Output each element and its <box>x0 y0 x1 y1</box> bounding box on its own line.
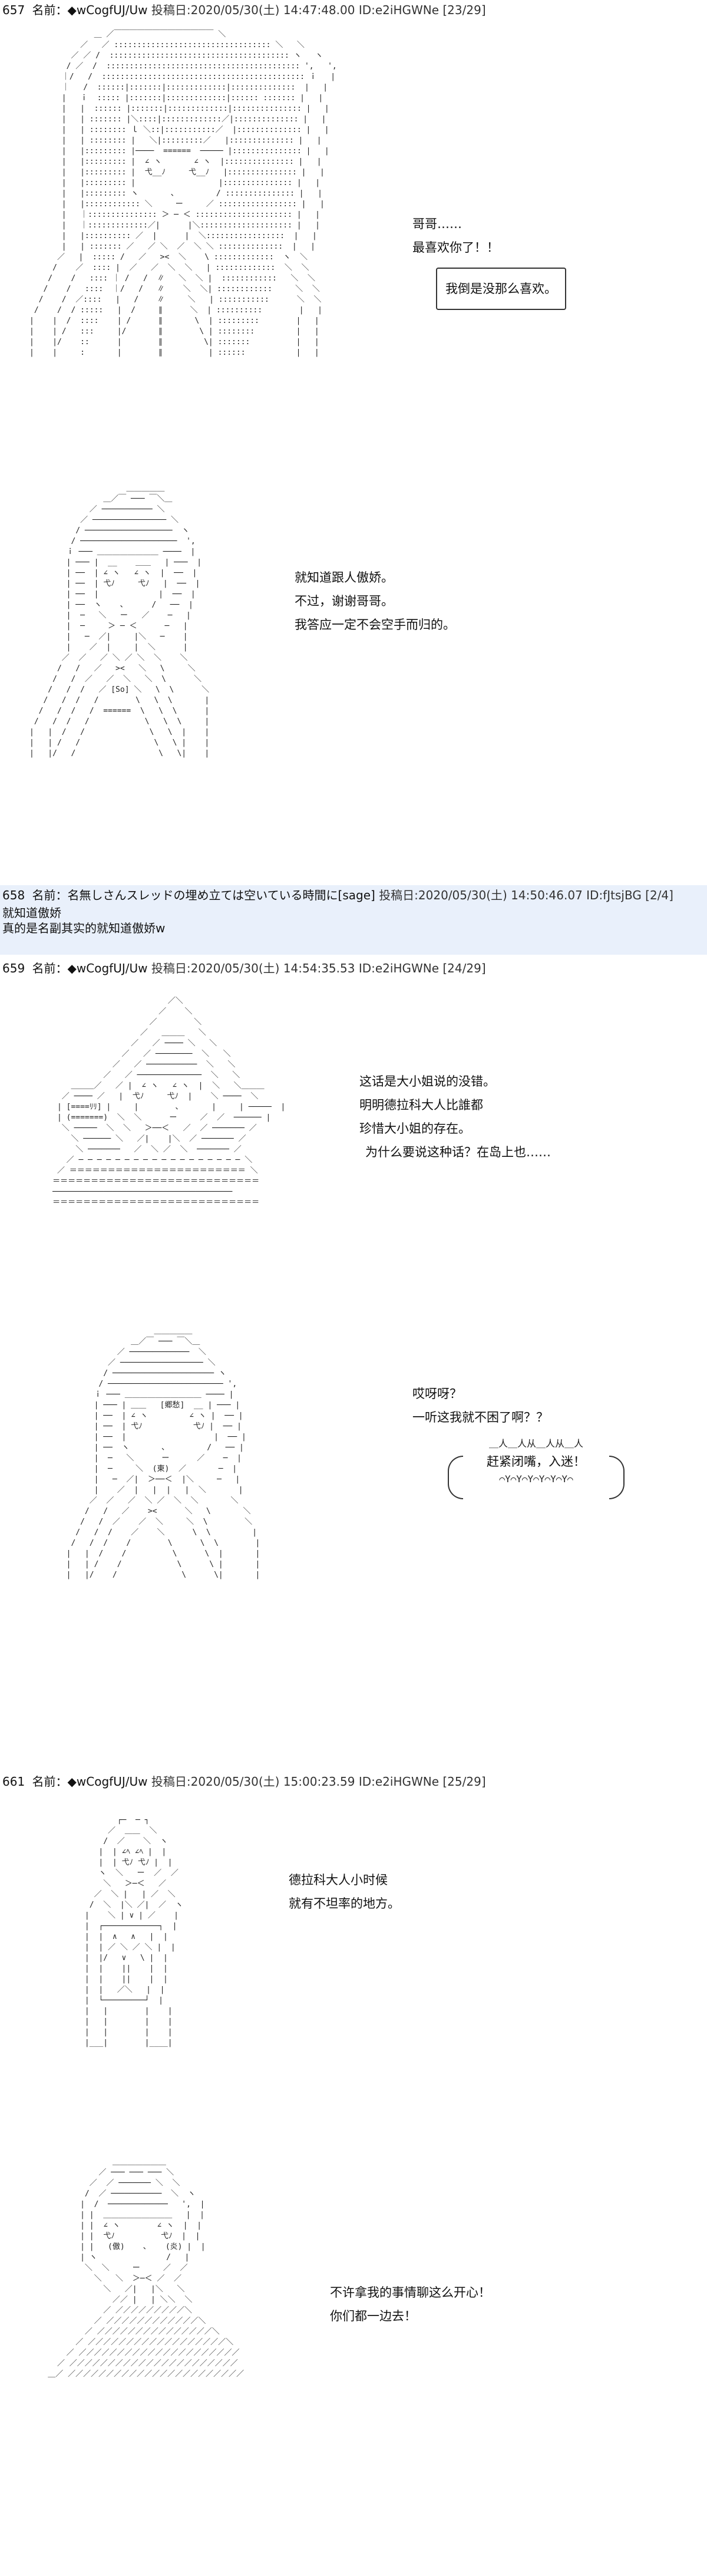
post-number[interactable]: 658 <box>2 888 25 902</box>
ascii-art: ／＼ ／ ＼ ／ ＼ ／ ＿＿＿ ＼ ／ ／ ──── ＼ ＼ ／ ／ ────… <box>52 997 286 1207</box>
poster-name: 名前：◆wCogfUJ/Uw <box>32 1774 148 1789</box>
post-meta: 投稿日:2020/05/30(土) 14:47:48.00 ID:e2iHGWN… <box>151 3 486 17</box>
ascii-art: ＿＿＿＿＿＿＿ ／ ─── ─── ─── ＼ ／ ／ ─────── ＼ ＼ … <box>48 2158 245 2379</box>
post-number[interactable]: 659 <box>2 961 25 975</box>
dialogue-line: 最喜欢你了！！ <box>412 240 499 255</box>
dialogue-line: 我答应一定不会空手而归的。 <box>295 618 455 632</box>
dialogue-group: 德拉科大人小时候 就有不坦率的地方。 <box>289 1868 400 1915</box>
ascii-art: ┌─ ─ ┐ ／ ＿＿ ＼ / ／ ＼ ヽ | | ∠ﾍ ∠ﾍ | | | | … <box>84 1816 183 2047</box>
poster-name: 名前：名無しさんスレッドの埋め立ては空いている時間に[sage] <box>32 888 375 902</box>
ascii-art-panel: ＿＿＿＿＿ ＿／￣ ─── ￣＼＿ ／ ─────────── ＼ ／ ────… <box>29 483 418 849</box>
post-number[interactable]: 661 <box>2 1774 25 1789</box>
dialogue-line: 珍惜大小姐的存在。 <box>359 1122 471 1136</box>
shout-text: 赶紧闭嘴，入迷！ <box>487 1454 586 1469</box>
dialogue-line: 不许拿我的事情聊这么开心！ <box>330 2285 491 2300</box>
dialogue-line: 不过，谢谢哥哥。 <box>295 594 394 608</box>
shout-bubble: ＿人＿人从＿人从＿人 赶紧闭嘴，入迷！ ⌒Y⌒Y⌒Y⌒Y⌒Y⌒Y⌒ <box>448 1438 625 1515</box>
bubble-edge-decoration: ＿人＿人从＿人从＿人 <box>488 1438 583 1449</box>
speech-text: 我倒是没那么喜欢。 <box>445 282 557 296</box>
post-header: 658 名前：名無しさんスレッドの埋め立ては空いている時間に[sage] 投稿日… <box>0 885 707 905</box>
ascii-art-panel: ＿＿＿＿＿ ＿／￣ ─── ￣＼＿ ／ ───────────── ＼ ／ ──… <box>29 1326 418 1750</box>
reply-post: 658 名前：名無しさんスレッドの埋め立ては空いている時間に[sage] 投稿日… <box>0 885 707 955</box>
post-meta: 投稿日:2020/05/30(土) 14:54:35.53 ID:e2iHGWN… <box>151 961 486 975</box>
dialogue-line: 就知道跟人傲娇。 <box>295 570 394 585</box>
dialogue-line: 一听这我就不困了啊？？ <box>412 1410 549 1424</box>
dialogue-line: 你们都一边去！ <box>330 2309 417 2323</box>
ascii-art-panel: ／＼ ／ ＼ ／ ＼ ／ ＿＿＿ ＼ ／ ／ ──── ＼ ＼ ／ ／ ────… <box>29 996 418 1249</box>
dialogue-line: 德拉科大人小时候 <box>289 1873 388 1887</box>
reply-body-line: 真的是名副其实的就知道傲娇w <box>2 921 166 935</box>
dialogue-group: 就知道跟人傲娇。 不过，谢谢哥哥。 我答应一定不会空手而归的。 <box>295 566 455 636</box>
post-header: 659 名前：◆wCogfUJ/Uw 投稿日:2020/05/30(土) 14:… <box>2 961 486 976</box>
dialogue-group: 不许拿我的事情聊这么开心！ 你们都一边去！ <box>330 2281 491 2328</box>
reply-body-line: 就知道傲娇 <box>2 906 61 920</box>
dialogue-group: 哎呀呀？ 一听这我就不困了啊？？ <box>412 1382 549 1429</box>
dialogue-line: 为什么要说这种话？在岛上也…… <box>365 1145 551 1159</box>
dialogue-line: 这话是大小姐说的没错。 <box>359 1074 495 1089</box>
poster-name: 名前：◆wCogfUJ/Uw <box>32 961 148 975</box>
poster-name: 名前：◆wCogfUJ/Uw <box>32 3 148 17</box>
ascii-art-panel: ┌─ ─ ┐ ／ ＿＿ ＼ / ／ ＼ ヽ | | ∠ﾍ ∠ﾍ | | | | … <box>29 1815 418 2133</box>
post-meta: 投稿日:2020/05/30(土) 14:50:46.07 ID:fJtsjBG… <box>379 888 673 902</box>
post-header: 657 名前：◆wCogfUJ/Uw 投稿日:2020/05/30(土) 14:… <box>2 2 486 18</box>
post-number[interactable]: 657 <box>2 3 25 17</box>
post-header: 661 名前：◆wCogfUJ/Uw 投稿日:2020/05/30(土) 15:… <box>2 1774 486 1789</box>
ascii-art: ＿＿＿＿＿ ＿／￣ ─── ￣＼＿ ／ ─────────── ＼ ／ ────… <box>29 484 210 758</box>
ascii-art-panel: ＿＿＿＿＿＿＿ ／ ─── ─── ─── ＼ ／ ／ ─────── ＼ ＼ … <box>29 2157 418 2570</box>
ascii-art: ＿＿＿＿＿ ＿／￣ ─── ￣＼＿ ／ ───────────── ＼ ／ ──… <box>66 1327 260 1579</box>
dialogue-line: 就有不坦率的地方。 <box>289 1896 400 1911</box>
dialogue-line: 哥哥…… <box>412 217 462 231</box>
bubble-edge-decoration: ⌒Y⌒Y⌒Y⌒Y⌒Y⌒Y⌒ <box>499 1473 573 1485</box>
dialogue-line: 哎呀呀？ <box>412 1387 462 1401</box>
post-meta: 投稿日:2020/05/30(土) 15:00:23.59 ID:e2iHGWN… <box>151 1774 486 1789</box>
dialogue-group: 这话是大小姐说的没错。 明明德拉科大人比誰都 珍惜大小姐的存在。 为什么要说这种… <box>359 1070 551 1164</box>
dialogue-group: 哥哥…… 最喜欢你了！！ <box>412 212 499 259</box>
ascii-art-panel: ＿ ／￣￣￣￣￣￣￣￣￣￣￣￣￣ ＼ ／ ／ :::::::::::::::::… <box>29 29 418 430</box>
speech-box: 我倒是没那么喜欢。 <box>436 268 566 310</box>
dialogue-line: 明明德拉科大人比誰都 <box>359 1098 483 1112</box>
ascii-art: ＿ ／￣￣￣￣￣￣￣￣￣￣￣￣￣ ＼ ／ ／ :::::::::::::::::… <box>29 30 337 357</box>
